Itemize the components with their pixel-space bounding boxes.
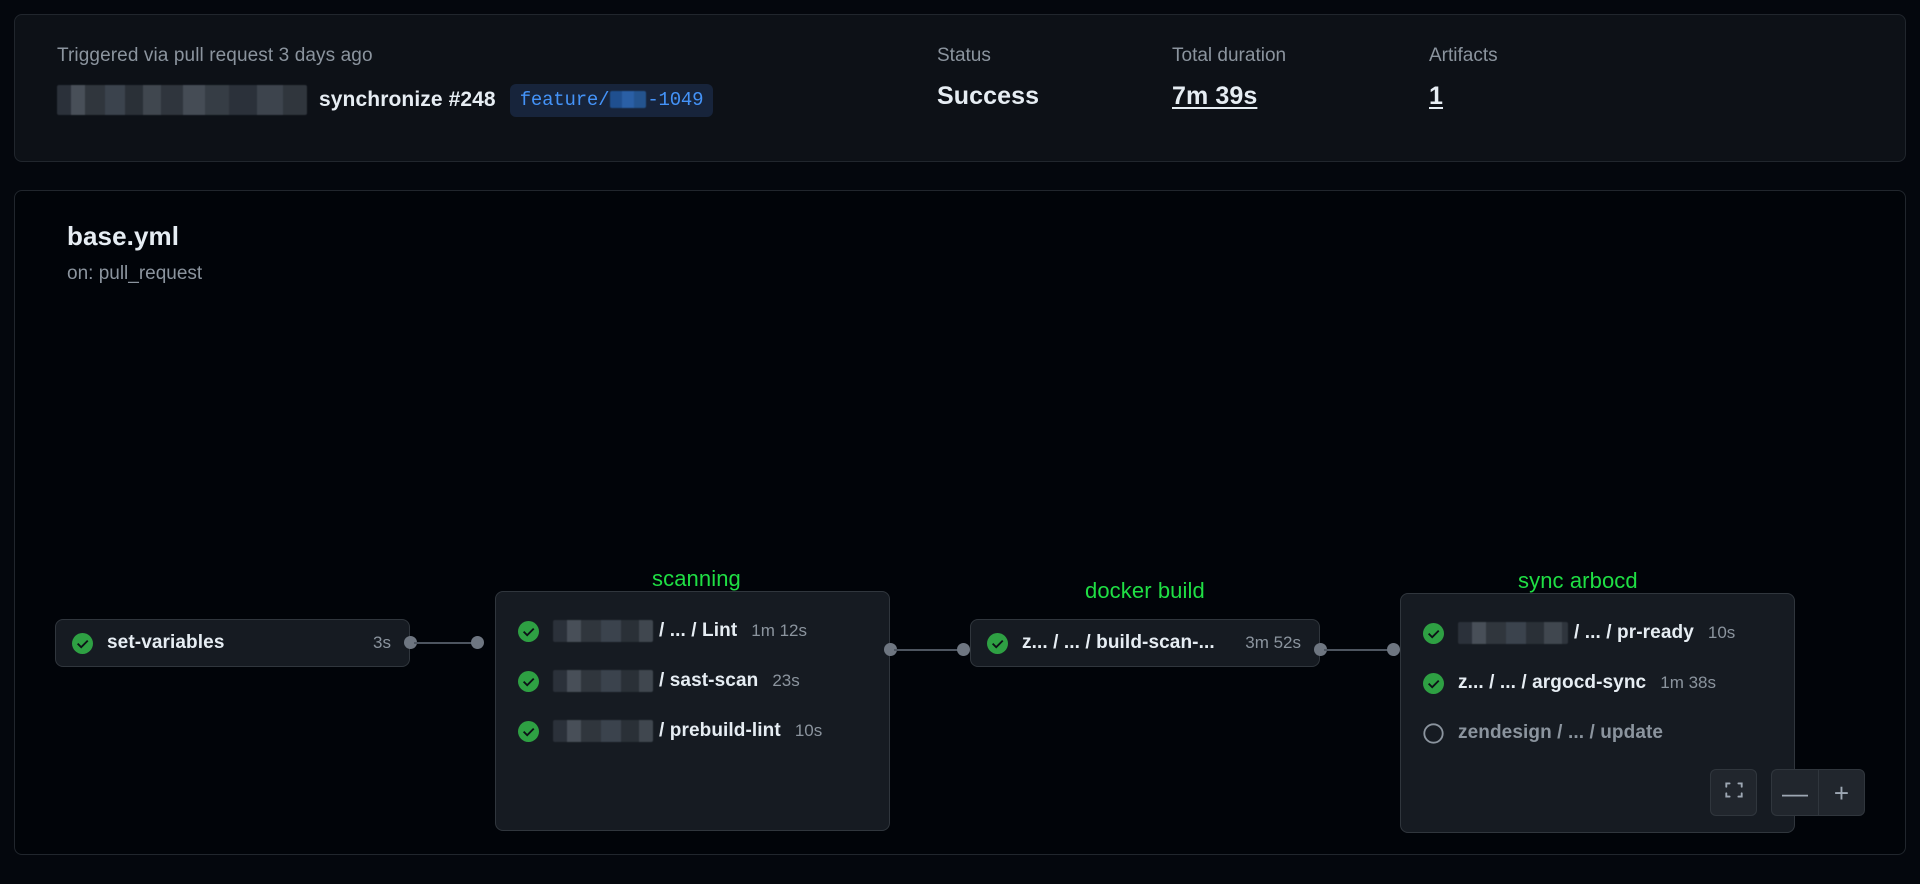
minus-icon: — — [1782, 777, 1808, 808]
check-circle-icon — [987, 632, 1008, 654]
check-circle-icon — [518, 670, 539, 692]
group-label-sync-arbocd: sync arbocd — [1518, 568, 1638, 593]
artifacts-value[interactable]: 1 — [1429, 82, 1444, 110]
check-circle-icon — [518, 620, 539, 642]
group-label-docker-build: docker build — [1085, 578, 1205, 603]
edge-dot-in-2 — [471, 636, 484, 649]
event-text: synchronize #248 — [319, 88, 496, 111]
plus-icon: + — [1833, 777, 1850, 808]
group-label-scanning: scanning — [652, 566, 741, 591]
job-label-text: / ... / Lint — [659, 620, 738, 641]
job-label: z... / ... / build-scan-... — [1022, 632, 1215, 653]
check-circle-icon — [72, 632, 93, 654]
branch-prefix: feature/ — [519, 88, 610, 111]
edge-3 — [1324, 649, 1392, 651]
job-label: zendesign / ... / update — [1458, 722, 1664, 743]
job-label: set-variables — [107, 632, 225, 653]
job-label-text: / sast-scan — [659, 670, 759, 691]
zoom-button-group: — + — [1771, 769, 1865, 816]
job-node-set-variables[interactable]: set-variables 3s — [55, 619, 410, 667]
job-group-sync-arbocd[interactable]: / ... / pr-ready 10s z... / ... / argocd… — [1400, 593, 1795, 833]
skipped-circle-icon — [1423, 722, 1444, 744]
check-circle-icon — [518, 720, 539, 742]
edge-dot-out-3 — [1314, 643, 1327, 656]
branch-redacted — [610, 91, 647, 108]
repo-name-redacted — [1458, 622, 1568, 644]
artifacts-stat: Artifacts 1 — [1429, 45, 1498, 111]
edge-1 — [414, 642, 476, 644]
job-label: / sast-scan — [553, 670, 758, 692]
job-row-prebuild-lint[interactable]: / prebuild-lint 10s — [496, 706, 889, 756]
job-row-sast-scan[interactable]: / sast-scan 23s — [496, 656, 889, 706]
check-circle-icon — [1423, 672, 1444, 694]
job-label: z... / ... / argocd-sync — [1458, 672, 1647, 693]
edge-2 — [894, 649, 962, 651]
edge-dot-in-3 — [957, 643, 970, 656]
repo-name-redacted — [553, 620, 653, 642]
edge-dot-out-2 — [884, 643, 897, 656]
actor-row: synchronize #248 feature/ -1049 — [57, 83, 937, 117]
job-duration: 10s — [1707, 623, 1736, 642]
duration-label: Total duration — [1172, 45, 1287, 66]
zoom-in-button[interactable]: + — [1818, 769, 1865, 816]
workflow-title: base.yml — [67, 221, 180, 251]
repo-name-redacted — [553, 720, 653, 742]
fit-screen-button[interactable] — [1710, 769, 1757, 816]
workflow-graph-card: base.yml on: pull_request scanning docke… — [14, 190, 1906, 855]
artifacts-label: Artifacts — [1429, 45, 1498, 66]
duration-stat: Total duration 7m 39s — [1172, 45, 1429, 111]
graph-zoom-controls: — + — [1710, 769, 1865, 816]
job-group-scanning[interactable]: / ... / Lint 1m 12s / sast-scan 23s — [495, 591, 890, 831]
fit-screen-icon — [1723, 779, 1745, 806]
job-row-update[interactable]: zendesign / ... / update — [1401, 708, 1794, 758]
branch-suffix: -1049 — [647, 88, 704, 111]
job-row-lint[interactable]: / ... / Lint 1m 12s — [496, 606, 889, 656]
job-duration: 1m 38s — [1660, 673, 1716, 692]
job-label: / ... / pr-ready — [1458, 622, 1694, 644]
job-duration: 1m 12s — [751, 621, 807, 640]
edge-dot-out-1 — [404, 636, 417, 649]
job-label: / prebuild-lint — [553, 720, 781, 742]
job-duration: 10s — [794, 721, 823, 740]
status-stat: Status Success — [937, 45, 1172, 111]
job-row-pr-ready[interactable]: / ... / pr-ready 10s — [1401, 608, 1794, 658]
status-value: Success — [937, 82, 1040, 110]
job-label: / ... / Lint — [553, 620, 737, 642]
edge-dot-in-4 — [1387, 643, 1400, 656]
actor-avatar-name-redacted — [57, 85, 307, 115]
trigger-text: Triggered via pull request 3 days ago — [57, 45, 373, 66]
job-row-argocd-sync[interactable]: z... / ... / argocd-sync 1m 38s — [1401, 658, 1794, 708]
job-duration: 23s — [772, 671, 800, 690]
job-duration: 3s — [373, 633, 391, 652]
duration-value[interactable]: 7m 39s — [1172, 82, 1258, 110]
workflow-trigger: on: pull_request — [67, 263, 203, 284]
job-label-text: / ... / pr-ready — [1574, 622, 1694, 643]
branch-badge[interactable]: feature/ -1049 — [509, 83, 714, 117]
job-node-build-scan[interactable]: z... / ... / build-scan-... 3m 52s — [970, 619, 1320, 667]
check-circle-icon — [1423, 622, 1444, 644]
run-trigger-block: Triggered via pull request 3 days ago sy… — [57, 45, 937, 117]
repo-name-redacted — [553, 670, 653, 692]
job-label-text: / prebuild-lint — [659, 720, 781, 741]
status-label: Status — [937, 45, 991, 66]
job-duration: 3m 52s — [1245, 633, 1301, 652]
run-summary-card: Triggered via pull request 3 days ago sy… — [14, 14, 1906, 162]
zoom-out-button[interactable]: — — [1771, 769, 1818, 816]
